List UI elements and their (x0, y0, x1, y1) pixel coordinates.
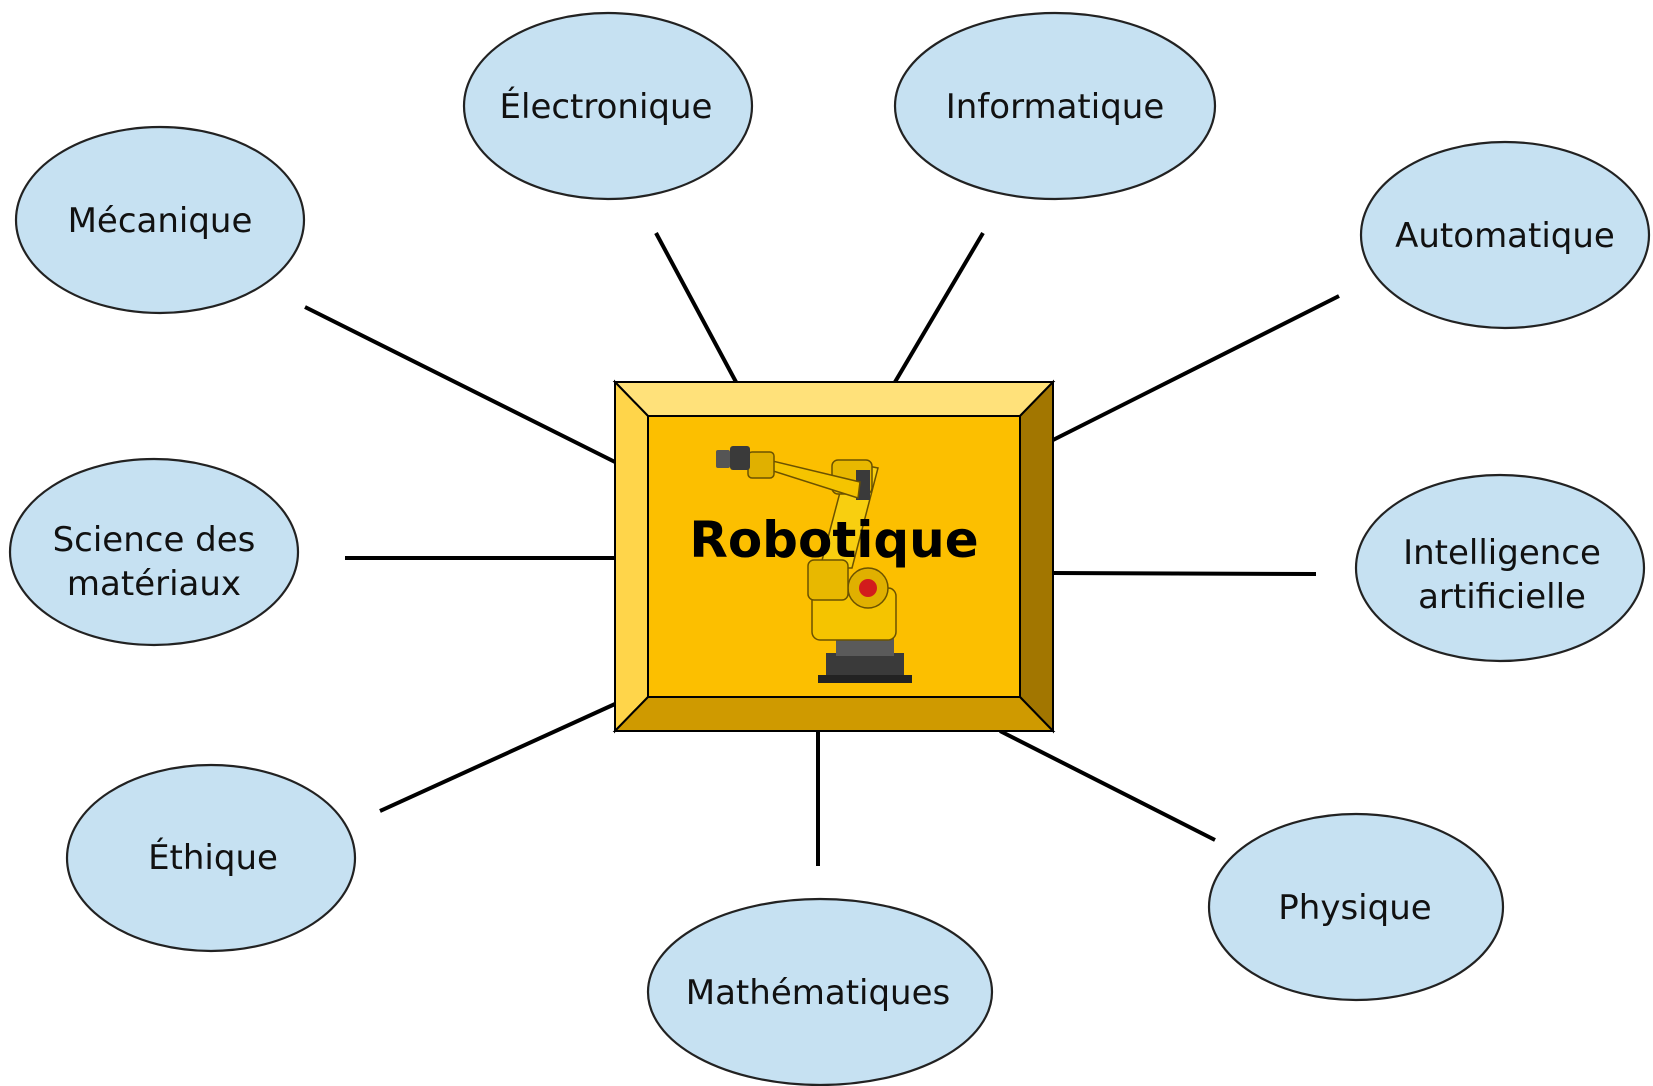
bevel-top (612, 381, 1056, 417)
connector-ethique (379, 702, 616, 813)
label-science-des-materiaux-line1: Science des (53, 520, 256, 560)
bubble-science-des-materiaux: Science des matériaux (8, 457, 300, 647)
bubble-automatique: Automatique (1359, 140, 1651, 330)
bubble-intelligence-artificielle: Intelligence artificielle (1354, 473, 1646, 663)
bevel-bottom (612, 696, 1056, 732)
label-mecanique: Mécanique (68, 201, 253, 241)
label-intelligence-artificielle-line2: artificielle (1418, 577, 1586, 617)
ellipse-informatique (893, 11, 1217, 201)
ellipse-automatique (1359, 140, 1651, 330)
ellipse-mathematiques (646, 897, 994, 1086)
bubble-mathematiques: Mathématiques (646, 897, 994, 1086)
ellipse-mecanique (14, 125, 306, 315)
label-electronique: Électronique (500, 86, 713, 127)
label-intelligence-artificielle-line1: Intelligence (1403, 533, 1601, 573)
ellipse-electronique (462, 11, 754, 201)
ellipse-physique (1207, 812, 1505, 1002)
bevel-right (1019, 379, 1054, 734)
ellipse-intelligence-artificielle (1354, 473, 1646, 663)
bevel-left (614, 379, 649, 734)
bubble-ethique: Éthique (65, 763, 357, 953)
label-science-des-materiaux-line2: matériaux (67, 564, 241, 604)
ellipse-ethique (65, 763, 357, 953)
label-mathematiques: Mathématiques (686, 973, 950, 1013)
bubble-electronique: Électronique (462, 11, 754, 201)
bubble-mecanique: Mécanique (14, 125, 306, 315)
center-title: Robotique (689, 511, 978, 569)
label-ethique: Éthique (148, 837, 278, 878)
bubble-physique: Physique (1207, 812, 1505, 1002)
connector-mecanique (304, 305, 616, 464)
bubble-informatique: Informatique (893, 11, 1217, 201)
connector-physique (999, 729, 1216, 842)
label-physique: Physique (1278, 888, 1431, 928)
connector-intelligence-artificielle (1052, 571, 1317, 576)
ellipse-science-des-materiaux (8, 457, 300, 647)
label-automatique: Automatique (1395, 216, 1615, 256)
connector-informatique (893, 231, 985, 384)
connector-automatique (1052, 294, 1340, 442)
industrial-robot-arm-icon (716, 446, 912, 683)
connector-electronique (654, 232, 738, 383)
connectors (304, 231, 1340, 866)
label-informatique: Informatique (946, 87, 1165, 127)
